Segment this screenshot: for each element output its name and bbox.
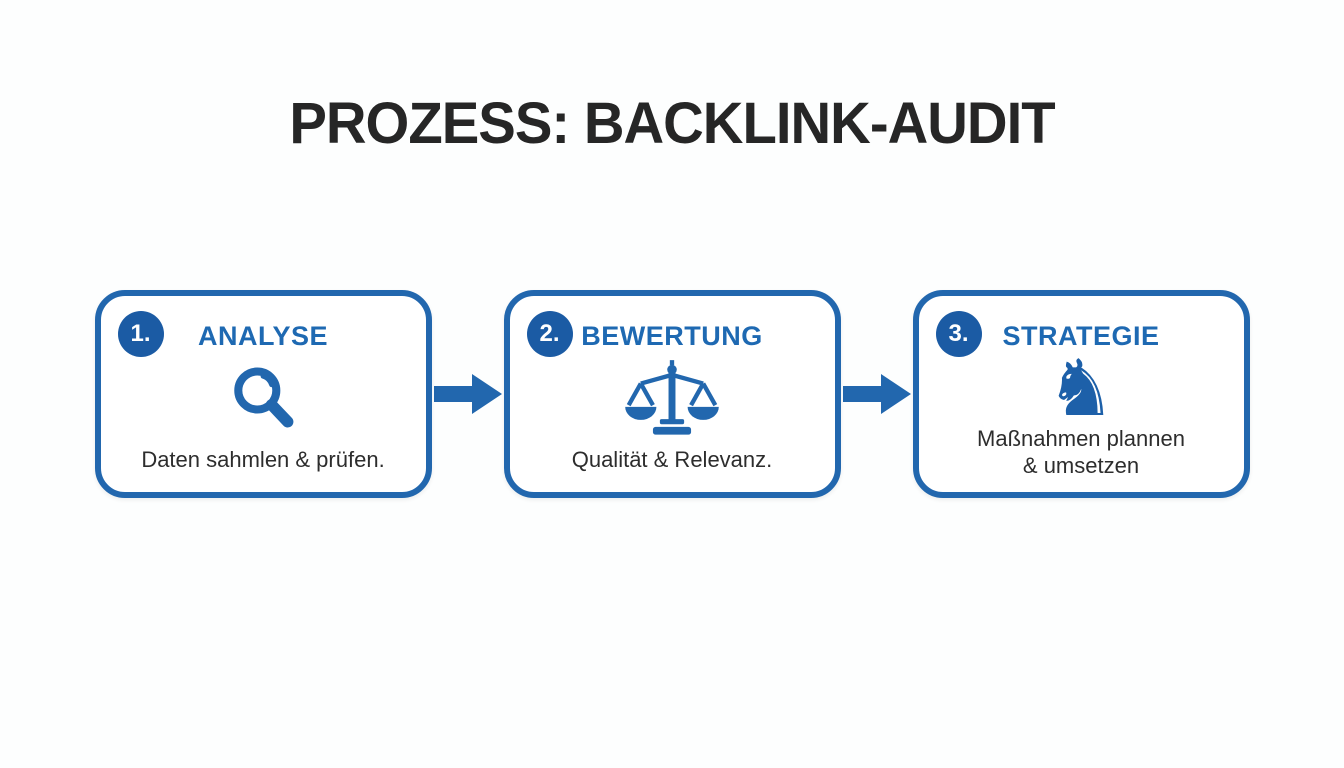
page-title: PROZESS: BACKLINK-AUDIT — [289, 91, 1055, 156]
magnifier-icon — [225, 352, 301, 447]
step-number-badge: 1. — [117, 311, 164, 357]
step-box-bewertung: 2. BEWERTUNG — [503, 290, 841, 498]
step-number-badge: 3. — [935, 311, 982, 357]
process-flow: 1. ANALYSE Daten sahmlen & prüfen. 2. — [0, 290, 1344, 498]
step-box-analyse: 1. ANALYSE Daten sahmlen & prüfen. — [94, 290, 432, 498]
knight-glyph: ♞ — [1046, 344, 1116, 434]
knight-icon: ♞ — [1046, 344, 1116, 434]
step-box-strategie: 3. STRATEGIE ♞ Maßnahmen plannen & umset… — [912, 290, 1250, 498]
step-number-badge: 2. — [526, 311, 573, 357]
scales-icon — [620, 352, 724, 447]
caption-line: Maßnahmen plannen — [977, 426, 1185, 452]
caption-line: & umsetzen — [1022, 452, 1140, 478]
step-label: ANALYSE — [197, 321, 329, 351]
step-caption: Maßnahmen plannen & umsetzen — [977, 426, 1185, 480]
caption-line: Qualität & Relevanz. — [571, 447, 773, 473]
step-caption: Daten sahmlen & prüfen. — [141, 447, 384, 474]
arrow-right-icon — [841, 373, 913, 415]
step-caption: Qualität & Relevanz. — [572, 447, 773, 474]
step-label: BEWERTUNG — [581, 321, 763, 351]
step-label: STRATEGIE — [1002, 321, 1160, 351]
arrow-right-icon — [432, 373, 504, 415]
caption-line: Daten sahmlen & prüfen. — [141, 447, 385, 473]
